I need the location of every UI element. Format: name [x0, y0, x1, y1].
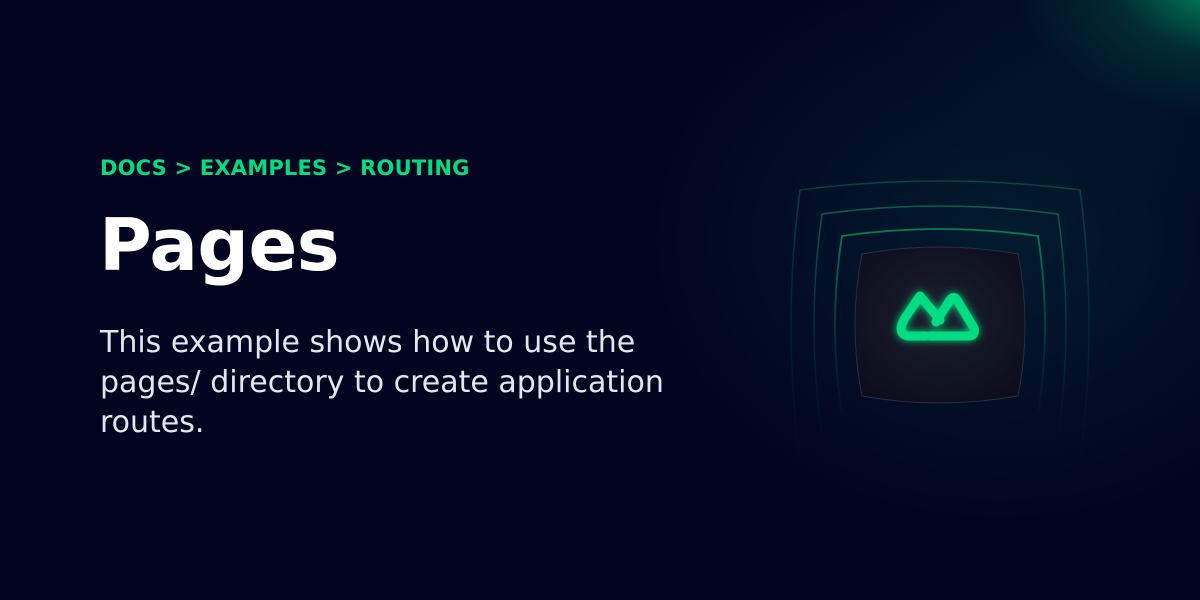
logo-illustration	[770, 160, 1110, 490]
nuxt-logo-icon	[896, 291, 979, 341]
logo-frames	[790, 180, 1090, 470]
logo-tile	[854, 246, 1026, 404]
breadcrumb: DOCS > EXAMPLES > ROUTING	[100, 156, 470, 180]
frame-middle	[813, 205, 1067, 445]
frame-outer	[790, 180, 1090, 470]
page-title: Pages	[99, 203, 340, 287]
page-description: This example shows how to use the pages/…	[100, 325, 664, 440]
frame-inner	[834, 228, 1046, 422]
